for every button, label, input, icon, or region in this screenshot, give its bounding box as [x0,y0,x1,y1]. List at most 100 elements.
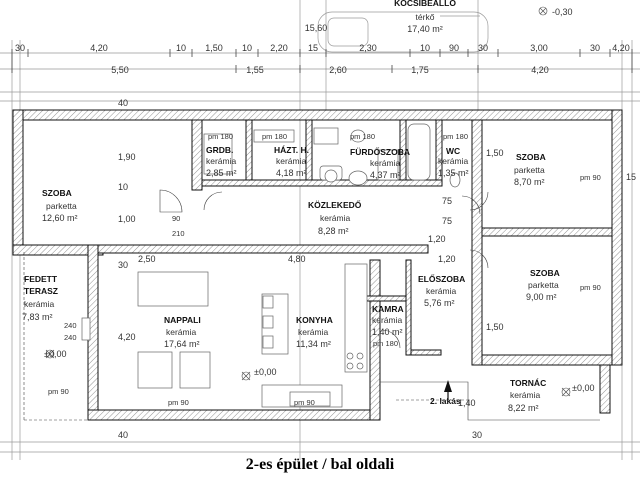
szoba2-dim-150: 1,50 [486,148,504,158]
room-konyha-floor: kerámia [298,327,329,337]
terrace-level: ±0,00 [44,349,66,359]
parking-width-dim: 15,60 [305,23,328,33]
dim-overall-2: 1,55 [246,65,264,75]
parking-floor: térkő [416,12,435,22]
szoba1-dim-190: 1,90 [118,152,136,162]
dim-top-5: 10 [242,43,252,53]
parking-area-value: 17,40 m² [407,24,443,34]
living-level: ±0,00 [254,367,276,377]
dim-top-13: 30 [590,43,600,53]
annotations: pm 180 pm 180 pm 180 pm 180 pm 180 pm 90… [48,98,636,440]
room-haztartasi-area: 4,18 m² [276,168,307,178]
window-label-konyha: pm 90 [294,398,315,407]
door-label-grdb: pm 180 [208,132,233,141]
plan-caption: 2-es épület / bal oldali [246,456,395,473]
room-szoba-3-floor: parketta [528,280,559,290]
room-eloszoba-name: ELŐSZOBA [418,273,465,284]
room-eloszoba-area: 5,76 m² [424,298,455,308]
room-grdb-floor: kerámia [206,156,237,166]
dim-overall-4: 1,75 [411,65,429,75]
room-tornac-name: TORNÁC [510,378,546,388]
dim-top-12: 3,00 [530,43,548,53]
room-szoba-1-area: 12,60 m² [42,213,78,223]
room-konyha-area: 11,34 m² [296,339,331,349]
room-furdo-floor: kerámia [370,158,401,168]
parking-level: -0,30 [552,7,573,17]
door-dim-90: 90 [172,214,180,223]
porch-outline [23,252,600,421]
room-kamra-name: KAMRA [372,304,404,314]
room-furdo-name: FÜRDŐSZOBA [350,146,410,157]
room-konyha-name: KONYHA [296,315,333,325]
dim-top-7: 15 [308,43,318,53]
parking-area: KOCSIBEÁLLÓ térkő 17,40 m² 15,60 -0,30 [305,0,573,53]
terrace-dim-240b: 240 [64,333,77,342]
door-label-furdo: pm 180 [350,132,375,141]
room-kamra-area: 1,40 m² [372,327,403,337]
room-nappali-floor: kerámia [166,327,197,337]
dim-top-8: 2,30 [359,43,377,53]
dim-top-11: 30 [478,43,488,53]
wall-dim-120: 1,20 [428,234,446,244]
room-terasz-area: 7,83 m² [22,312,53,322]
room-labels: SZOBA parketta 12,60 m² GRDB. kerámia 2,… [22,145,560,413]
room-haztartasi-name: HÁZT. H. [274,145,309,155]
dim-top-4: 1,50 [205,43,223,53]
room-kamra-floor: kerámia [372,315,403,325]
room-kozlekedo-name: KÖZLEKEDŐ [308,199,362,210]
wall-dim-30a: 30 [118,260,128,270]
level-markers: ±0,00 ±0,00 ±0,00 [44,349,594,397]
room-szoba-2-area: 8,70 m² [514,177,545,187]
wall-dim-40b: 40 [118,98,128,108]
dim-top-10: 90 [449,43,459,53]
szoba3-dim-150: 1,50 [486,322,504,332]
room-terasz-name-2: TERASZ [24,286,58,296]
dim-top-1: 30 [15,43,25,53]
corridor-dim-480: 4,80 [288,254,306,264]
right-dim-15: 15 [626,172,636,182]
porch-level: ±0,00 [572,383,594,393]
window-label-terasz: pm 90 [48,387,69,396]
szoba1-dim-10: 10 [118,182,128,192]
wall-dim-30b: 30 [472,430,482,440]
door-label-kamra: pm 180 [373,339,398,348]
corridor-dim-120: 1,20 [438,254,456,264]
room-szoba-2-name: SZOBA [516,152,546,162]
room-grdb-name: GRDB. [206,145,233,155]
wall-dim-75a: 75 [442,196,452,206]
nappali-dim-420: 4,20 [118,332,136,342]
room-kozlekedo-floor: kerámia [320,213,351,223]
entrance-marker: 2. lakás [430,380,461,406]
dim-top-14: 4,20 [612,43,630,53]
dim-top-2: 4,20 [90,43,108,53]
parking-name: KOCSIBEÁLLÓ [394,0,456,8]
dim-top-6: 2,20 [270,43,288,53]
room-wc-floor: kerámia [438,156,469,166]
room-haztartasi-floor: kerámia [276,156,307,166]
wall-dim-40a: 40 [118,430,128,440]
door-label-wc: pm 180 [443,132,468,141]
dim-overall-3: 2,60 [329,65,347,75]
room-szoba-1-floor: parketta [46,201,77,211]
walls [12,109,623,421]
window-label-nappali: pm 90 [168,398,189,407]
window-label-szoba2: pm 90 [580,173,601,182]
room-grdb-area: 2,85 m² [206,168,237,178]
room-szoba-3-name: SZOBA [530,268,560,278]
room-szoba-1-name: SZOBA [42,188,72,198]
room-kozlekedo-area: 8,28 m² [318,226,349,236]
room-terasz-name-1: FEDETT [24,274,58,284]
dim-top-3: 10 [176,43,186,53]
room-nappali-area: 17,64 m² [164,339,200,349]
room-szoba-3-area: 9,00 m² [526,292,557,302]
dimension-lines [0,49,640,73]
apartment-label: 2. lakás [430,396,461,406]
room-terasz-floor: kerámia [24,299,55,309]
dim-overall-1: 5,50 [111,65,129,75]
room-tornac-floor: kerámia [510,390,541,400]
room-wc-name: WC [446,146,460,156]
door-label-hazt: pm 180 [262,132,287,141]
